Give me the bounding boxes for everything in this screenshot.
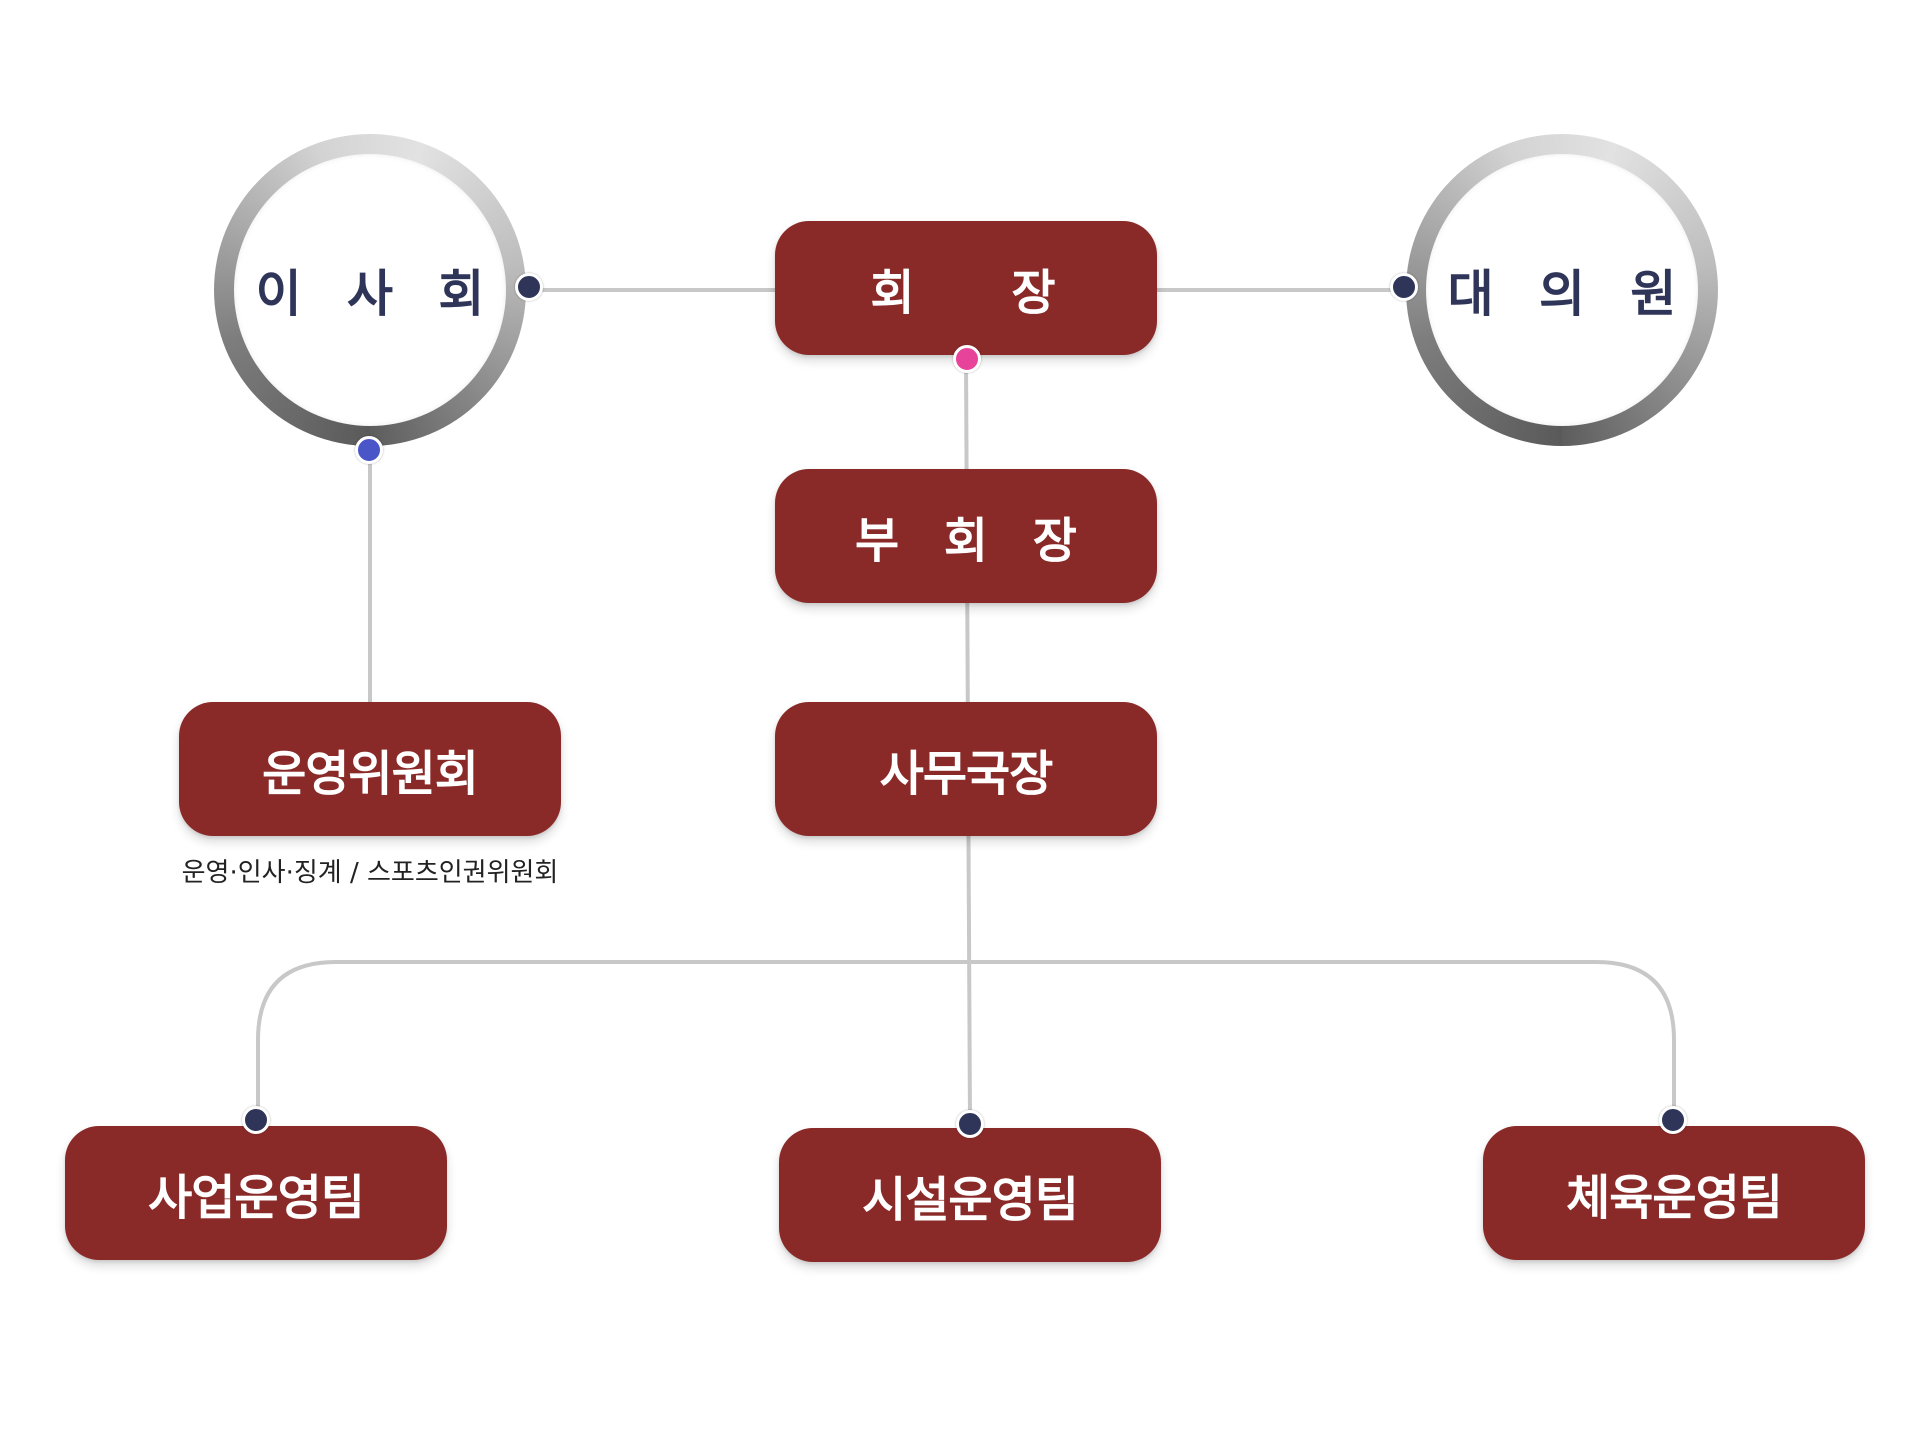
circle-dot-icon bbox=[355, 436, 383, 464]
circle-dot-icon bbox=[242, 1106, 270, 1134]
president-node[interactable]: 회 장 bbox=[775, 221, 1157, 355]
board-node[interactable]: 이 사 회 bbox=[214, 134, 526, 446]
circle-dot-icon bbox=[515, 273, 543, 301]
vice-president-label: 부 회 장 bbox=[855, 513, 1091, 569]
operations-committee-node[interactable]: 운영위원회 bbox=[179, 702, 561, 836]
business-team-node[interactable]: 사업운영팀 bbox=[65, 1126, 447, 1260]
operations-committee-note: 운영·인사·징계 / 스포츠인권위원회 bbox=[181, 858, 559, 888]
facility-team-node[interactable]: 시설운영팀 bbox=[779, 1128, 1161, 1262]
circle-dot-icon bbox=[1659, 1106, 1687, 1134]
secretary-general-label: 사무국장 bbox=[879, 746, 1054, 802]
circle-dot-icon bbox=[956, 1110, 984, 1138]
secretary-general-node[interactable]: 사무국장 bbox=[775, 702, 1157, 836]
board-label: 이 사 회 bbox=[255, 265, 499, 323]
business-team-label: 사업운영팀 bbox=[148, 1170, 365, 1226]
circle-dot-icon bbox=[953, 345, 981, 373]
assembly-label: 대 의 원 bbox=[1447, 265, 1691, 323]
circle-dot-icon bbox=[1390, 273, 1418, 301]
sports-team-label: 체육운영팀 bbox=[1566, 1170, 1783, 1226]
facility-team-label: 시설운영팀 bbox=[862, 1172, 1079, 1228]
sports-team-node[interactable]: 체육운영팀 bbox=[1483, 1126, 1865, 1260]
assembly-node[interactable]: 대 의 원 bbox=[1406, 134, 1718, 446]
line-team-bus bbox=[256, 960, 1676, 1122]
assembly-node-inner: 대 의 원 bbox=[1426, 154, 1698, 426]
president-label: 회 장 bbox=[870, 265, 1062, 321]
operations-committee-label: 운영위원회 bbox=[262, 746, 479, 802]
vice-president-node[interactable]: 부 회 장 bbox=[775, 469, 1157, 603]
board-node-inner: 이 사 회 bbox=[234, 154, 506, 426]
